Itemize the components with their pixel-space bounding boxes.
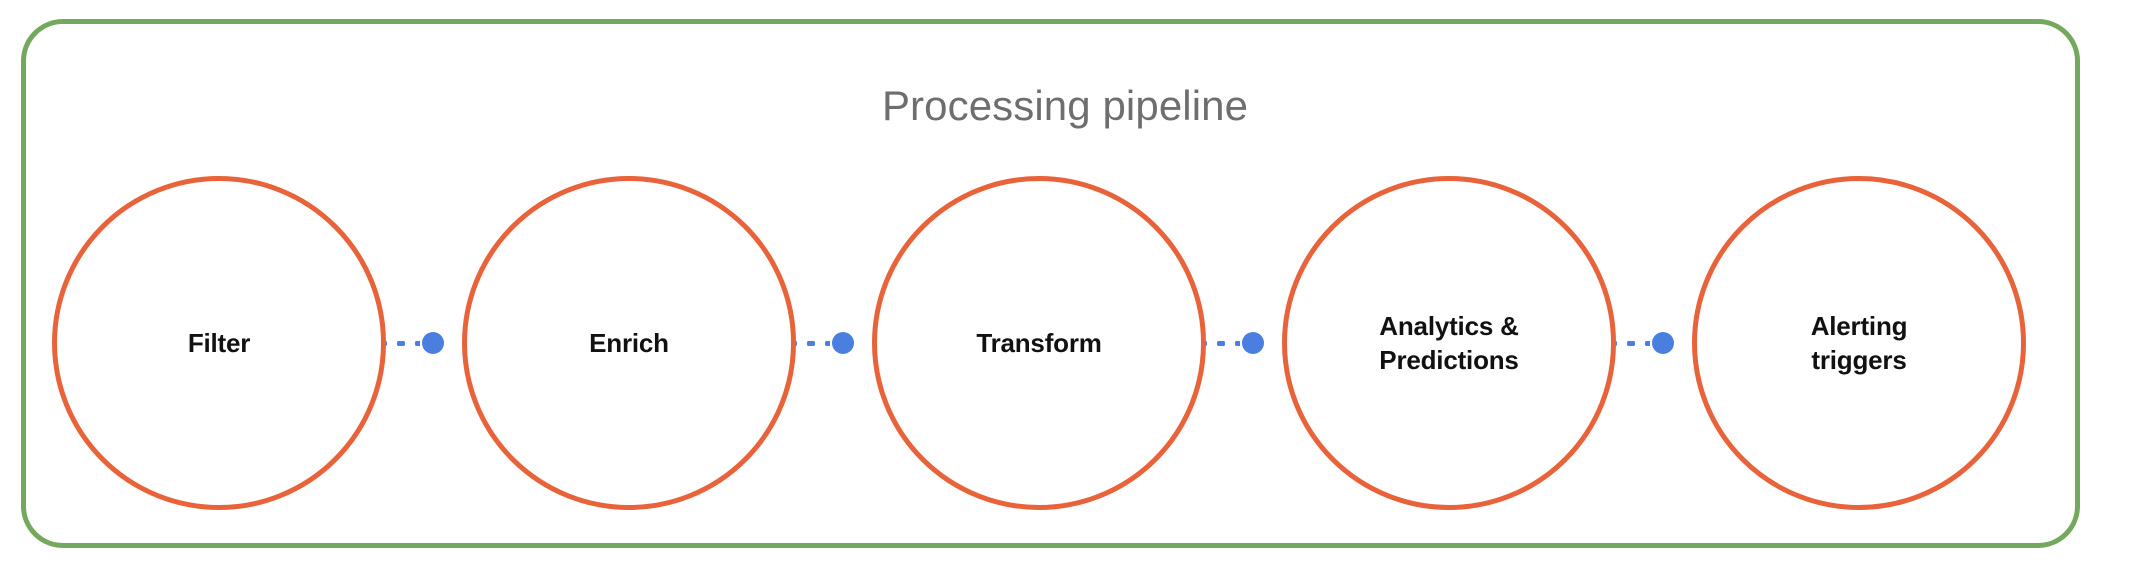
stage-label: Filter: [187, 327, 251, 358]
connector-end-dot-icon: [1242, 332, 1264, 354]
pipeline-stage-transform[interactable]: Transform: [872, 176, 1206, 510]
stage-label: Enrich: [589, 327, 669, 358]
connector-dotted-line: [784, 340, 830, 346]
stage-label: Alerting triggers: [1810, 310, 1908, 375]
pipeline-stage-enrich[interactable]: Enrich: [462, 176, 796, 510]
connector-analytics-to-alerting: [1604, 332, 1674, 354]
stage-label: Analytics & Predictions: [1379, 310, 1519, 375]
connector-transform-to-analytics: [1194, 332, 1264, 354]
connector-dotted-line: [1194, 340, 1240, 346]
pipeline-stage-row: Filter Enrich Transform Analytics & Pred…: [0, 176, 2130, 510]
pipeline-stage-analytics-predictions[interactable]: Analytics & Predictions: [1282, 176, 1616, 510]
connector-filter-to-enrich: [374, 332, 444, 354]
stage-label: Transform: [976, 327, 1102, 358]
pipeline-stage-alerting-triggers[interactable]: Alerting triggers: [1692, 176, 2026, 510]
connector-end-dot-icon: [422, 332, 444, 354]
connector-end-dot-icon: [832, 332, 854, 354]
page-title: Processing pipeline: [881, 82, 1249, 129]
connector-dotted-line: [374, 340, 420, 346]
connector-enrich-to-transform: [784, 332, 854, 354]
connector-end-dot-icon: [1652, 332, 1674, 354]
pipeline-stage-filter[interactable]: Filter: [52, 176, 386, 510]
connector-dotted-line: [1604, 340, 1650, 346]
